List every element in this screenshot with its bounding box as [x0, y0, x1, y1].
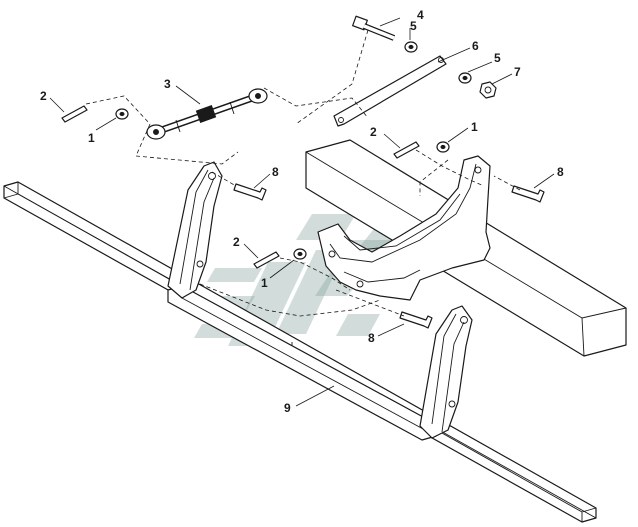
nut-item-7: [479, 81, 497, 99]
callout-2-pin-center: 2: [233, 235, 240, 249]
washer-item-1c: [293, 248, 307, 260]
left-upright-arm: [167, 161, 223, 299]
callout-6-link-bar: 6: [472, 39, 479, 53]
callout-4-bolt: 4: [417, 8, 424, 22]
washer-item-1b: [436, 141, 450, 153]
callout-1-washer-center: 1: [261, 276, 268, 290]
callout-8-pin-center: 8: [368, 331, 375, 345]
callout-labels: 1 1 1 2 2 2 3 4 5 5 6 7 8 8 8 9: [40, 8, 564, 415]
callout-8-pin-right: 8: [557, 165, 564, 179]
washer-item-1a: [115, 108, 129, 120]
turnbuckle-item-3: [146, 88, 268, 140]
cotter-pin-item-2b: [393, 141, 420, 159]
washer-item-5a: [404, 41, 418, 53]
callout-1-washer-left: 1: [88, 131, 95, 145]
callout-2-pin-right: 2: [370, 125, 377, 139]
right-upright-arm: [419, 305, 473, 439]
callout-8-pin-left: 8: [272, 165, 279, 179]
callout-2-pin-left: 2: [40, 89, 47, 103]
callout-1-washer-right: 1: [471, 120, 478, 134]
alignment-lines: [85, 29, 521, 317]
link-bar-item-6: [333, 55, 447, 127]
pin-item-8a: [233, 183, 267, 201]
callout-9-front-tube: 9: [284, 401, 291, 415]
pivot-bracket: [317, 155, 491, 301]
cotter-pin-item-2a: [61, 105, 88, 123]
pin-item-8c: [399, 311, 433, 329]
callout-5-washer-right: 5: [494, 51, 501, 65]
cotter-pin-item-2c: [253, 251, 280, 269]
callout-3-turnbuckle: 3: [164, 77, 171, 91]
leader-lines: [49, 17, 555, 407]
bolt-item-4: [352, 15, 396, 41]
callout-7-nut: 7: [514, 65, 521, 79]
callout-5-washer-top: 5: [410, 19, 417, 33]
washer-item-5b: [458, 72, 472, 84]
